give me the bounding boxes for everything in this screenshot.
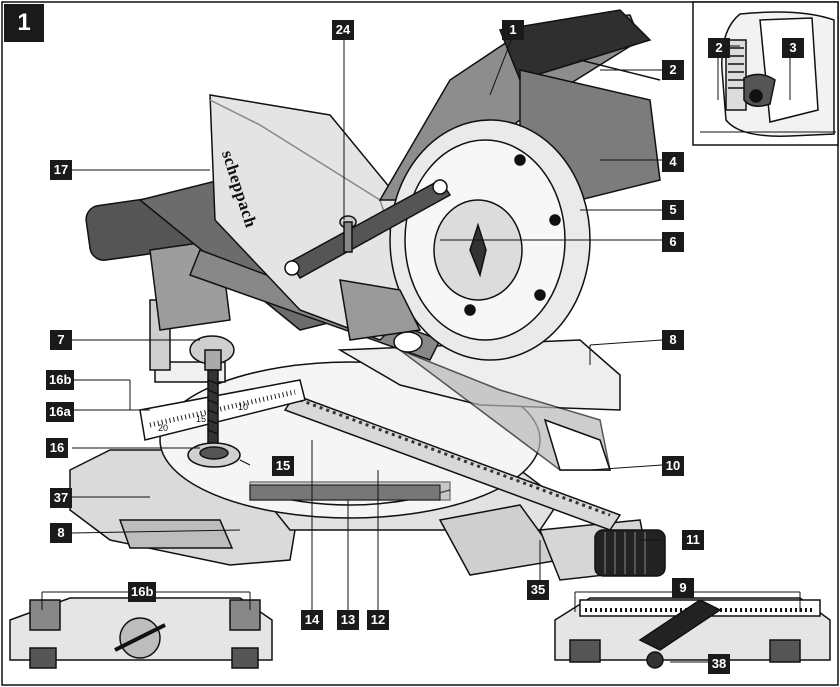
callout-16b: 16b — [46, 370, 75, 390]
callout-12: 12 — [367, 610, 389, 630]
callout-5: 5 — [662, 200, 684, 220]
callout-2: 2 — [662, 60, 684, 80]
ruler-number: 20 — [158, 423, 169, 433]
callout-15: 15 — [272, 456, 294, 476]
callout-37: 37 — [50, 488, 72, 508]
right-fence — [337, 339, 621, 471]
callout-4: 4 — [662, 152, 684, 172]
front-view-right — [554, 591, 831, 669]
handle-detail-inset — [700, 11, 836, 137]
bevel-scale — [249, 484, 441, 501]
callout-16: 16 — [46, 438, 68, 458]
callout-6: 6 — [662, 232, 684, 252]
callout-9: 9 — [672, 578, 694, 598]
clamp-assembly — [154, 335, 241, 468]
callout-inset-2: 2 — [708, 38, 730, 58]
pivot-link — [284, 179, 452, 353]
callout-35: 35 — [527, 580, 549, 600]
ruler-number: 15 — [196, 414, 207, 424]
ruler-number: 10 — [238, 402, 249, 412]
callout-8-left: 8 — [50, 523, 72, 543]
callout-inset-3: 3 — [782, 38, 804, 58]
callout-38: 38 — [708, 654, 730, 674]
callout-13: 13 — [337, 610, 359, 630]
callout-1: 1 — [502, 20, 524, 40]
callout-7: 7 — [50, 330, 72, 350]
callout-14: 14 — [301, 610, 323, 630]
callout-24: 24 — [332, 20, 354, 40]
front-handle — [594, 529, 666, 577]
callout-11: 11 — [682, 530, 704, 550]
callout-17: 17 — [50, 160, 72, 180]
callout-16b-inset: 16b — [128, 582, 157, 602]
callout-16a: 16a — [46, 402, 74, 422]
figure-number: 1 — [4, 4, 44, 42]
left-fence — [139, 379, 306, 441]
callout-10: 10 — [662, 456, 684, 476]
front-view-left — [9, 591, 273, 669]
callout-8-right: 8 — [662, 330, 684, 350]
